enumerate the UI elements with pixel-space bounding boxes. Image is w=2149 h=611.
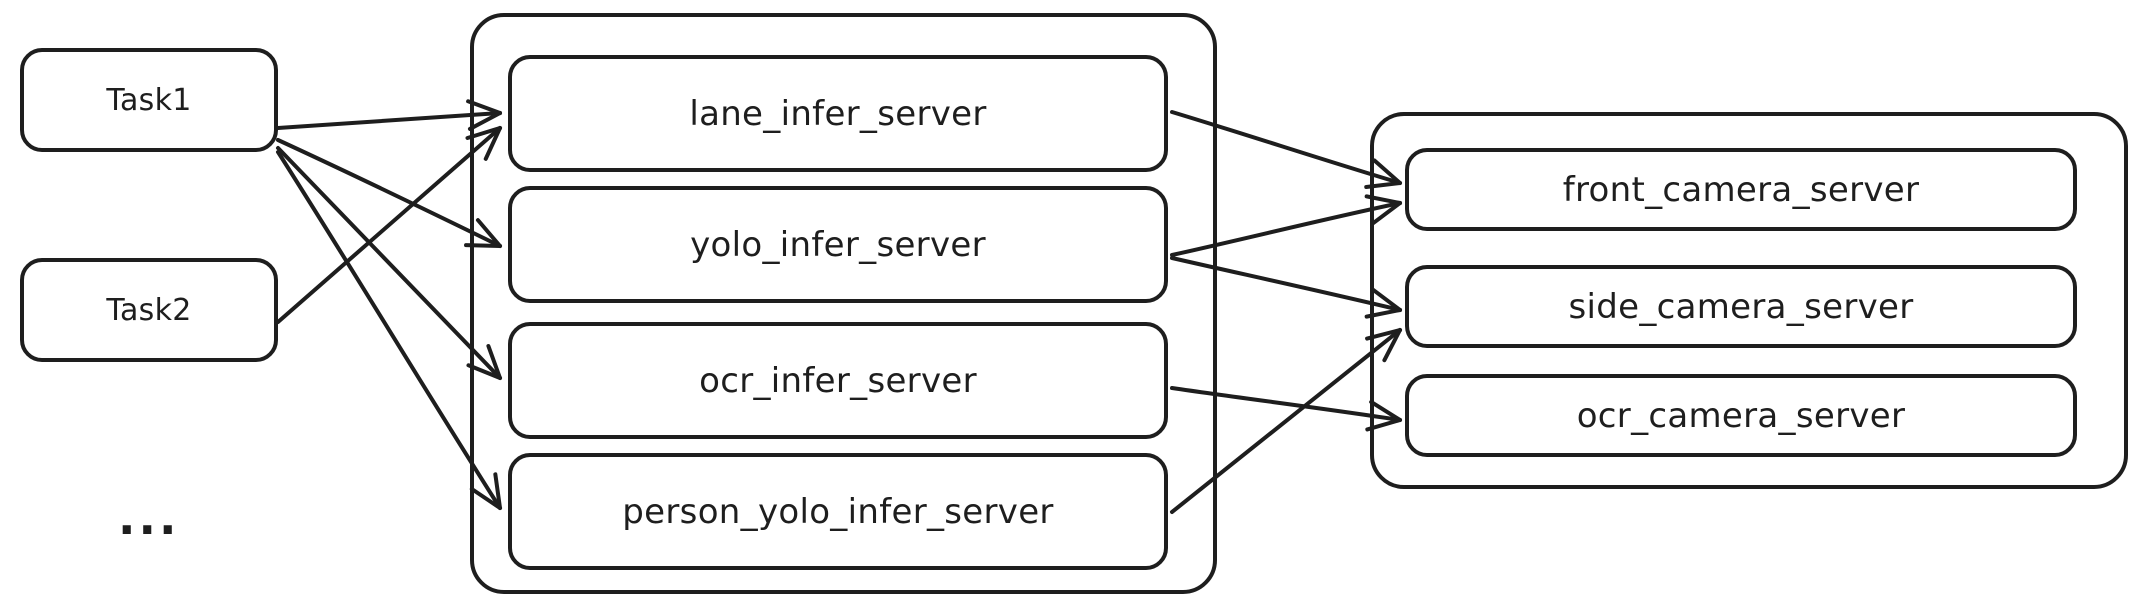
node-lane-infer-server-label: lane_infer_server — [689, 93, 987, 134]
node-person-yolo-infer-server[interactable]: person_yolo_infer_server — [508, 453, 1168, 570]
camera-server-group — [1370, 112, 2128, 489]
infer-server-group — [470, 13, 1217, 594]
node-yolo-infer-server[interactable]: yolo_infer_server — [508, 186, 1168, 303]
edge-task1-to-person_yolo_infer_server — [276, 150, 502, 510]
node-ocr-camera-server-label: ocr_camera_server — [1576, 395, 1906, 436]
tasks-ellipsis: ... — [118, 491, 180, 545]
edge-task1-to-lane_infer_server — [276, 99, 502, 131]
edge-task1-to-ocr_infer_server — [276, 146, 502, 380]
node-task2[interactable]: Task2 — [20, 258, 278, 362]
node-front-camera-server[interactable]: front_camera_server — [1405, 148, 2077, 231]
edge-task1-to-yolo_infer_server — [276, 138, 502, 248]
node-person-yolo-infer-server-label: person_yolo_infer_server — [622, 491, 1054, 532]
node-front-camera-server-label: front_camera_server — [1562, 169, 1920, 210]
node-side-camera-server[interactable]: side_camera_server — [1405, 265, 2077, 348]
edge-task2-to-lane_infer_server — [276, 126, 502, 324]
node-ocr-infer-server-label: ocr_infer_server — [699, 360, 977, 401]
node-task1[interactable]: Task1 — [20, 48, 278, 152]
node-task2-label: Task2 — [106, 292, 192, 328]
node-ocr-camera-server[interactable]: ocr_camera_server — [1405, 374, 2077, 457]
node-ocr-infer-server[interactable]: ocr_infer_server — [508, 322, 1168, 439]
node-task1-label: Task1 — [106, 82, 192, 118]
node-side-camera-server-label: side_camera_server — [1568, 286, 1914, 327]
node-lane-infer-server[interactable]: lane_infer_server — [508, 55, 1168, 172]
node-yolo-infer-server-label: yolo_infer_server — [690, 224, 986, 265]
